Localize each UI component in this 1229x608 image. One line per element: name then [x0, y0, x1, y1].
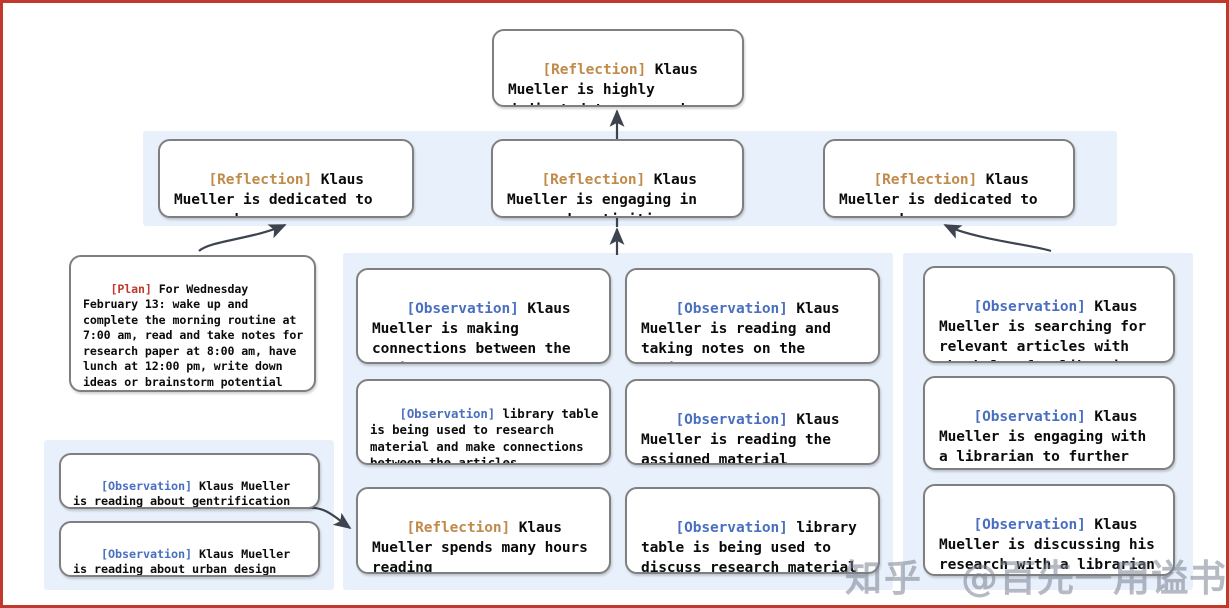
node-plan-text: For Wednesday February 13: wake up and c…	[83, 281, 304, 389]
tag-reflection: [Reflection]	[208, 172, 313, 188]
node-root-reflection-text: Klaus Mueller is highly dedicated to res…	[508, 62, 698, 105]
node-col3-item-1-text: Klaus Mueller is searching for relevant …	[939, 299, 1147, 361]
node-left-observation-1[interactable]: [Observation] Klaus Mueller is reading a…	[59, 453, 320, 509]
node-reflection-left-text: Klaus Mueller is dedicated to research	[174, 172, 373, 216]
node-left-observation-1-text: Klaus Mueller is reading about gentrific…	[73, 478, 298, 509]
node-col1-item-1[interactable]: [Observation] Klaus Mueller is making co…	[356, 268, 611, 364]
tag-reflection: [Reflection]	[873, 172, 978, 188]
tag-observation: [Observation]	[399, 405, 496, 421]
tag-observation: [Observation]	[406, 301, 519, 317]
node-col2-item-2[interactable]: [Observation] Klaus Mueller is reading t…	[625, 379, 880, 465]
tag-observation: [Observation]	[101, 478, 193, 493]
tag-observation: [Observation]	[973, 409, 1086, 425]
node-col2-item-1-text: Klaus Mueller is reading and taking note…	[641, 301, 840, 362]
node-reflection-right-text: Klaus Mueller is dedicated to research	[839, 172, 1038, 216]
tag-observation: [Observation]	[675, 301, 788, 317]
node-col3-item-2[interactable]: [Observation] Klaus Mueller is engaging …	[923, 376, 1175, 470]
node-reflection-middle-text: Klaus Mueller is engaging in research ac…	[507, 172, 697, 216]
node-left-observation-2[interactable]: [Observation] Klaus Mueller is reading a…	[59, 521, 320, 577]
tag-observation: [Observation]	[973, 299, 1086, 315]
node-left-observation-2-text: Klaus Mueller is reading about urban des…	[73, 546, 298, 577]
node-col1-item-2[interactable]: [Observation] library table is being use…	[356, 379, 611, 465]
node-plan[interactable]: [Plan] For Wednesday February 13: wake u…	[69, 255, 316, 392]
tag-observation: [Observation]	[675, 412, 788, 428]
arrow-librarian-to-right-reflection	[943, 224, 1052, 253]
node-reflection-left[interactable]: [Reflection] Klaus Mueller is dedicated …	[158, 139, 414, 218]
node-reflection-middle[interactable]: [Reflection] Klaus Mueller is engaging i…	[491, 139, 744, 218]
tag-observation: [Observation]	[973, 517, 1086, 533]
node-col2-item-1[interactable]: [Observation] Klaus Mueller is reading a…	[625, 268, 880, 364]
node-col3-item-3[interactable]: [Observation] Klaus Mueller is discussin…	[923, 484, 1175, 576]
node-col2-item-2-text: Klaus Mueller is reading the assigned ma…	[641, 412, 849, 465]
node-col2-item-3[interactable]: [Observation] library table is being use…	[625, 487, 880, 574]
tag-observation: [Observation]	[675, 520, 788, 536]
node-col1-item-3[interactable]: [Reflection] Klaus Mueller spends many h…	[356, 487, 611, 574]
node-col3-item-3-text: Klaus Mueller is discussing his research…	[939, 517, 1164, 573]
tag-observation: [Observation]	[101, 546, 193, 561]
tag-reflection: [Reflection]	[406, 520, 511, 536]
arrow-plan-to-left-reflection	[198, 223, 287, 252]
node-col1-item-3-text: Klaus Mueller spends many hours reading	[372, 520, 597, 574]
node-col1-item-2-text: library table is being used to research …	[370, 405, 606, 465]
tag-plan: [Plan]	[110, 281, 152, 296]
node-col3-item-2-text: Klaus Mueller is engaging with a librari…	[939, 409, 1147, 465]
tag-reflection: [Reflection]	[542, 62, 647, 78]
node-col1-item-1-text: Klaus Mueller is making connections betw…	[372, 301, 571, 362]
node-root-reflection[interactable]: [Reflection] Klaus Mueller is highly ded…	[492, 29, 744, 107]
node-reflection-right[interactable]: [Reflection] Klaus Mueller is dedicated …	[823, 139, 1075, 218]
node-col3-item-1[interactable]: [Observation] Klaus Mueller is searching…	[923, 266, 1175, 363]
node-col2-item-3-text: library table is being used to discuss r…	[641, 520, 866, 574]
tag-reflection: [Reflection]	[541, 172, 646, 188]
